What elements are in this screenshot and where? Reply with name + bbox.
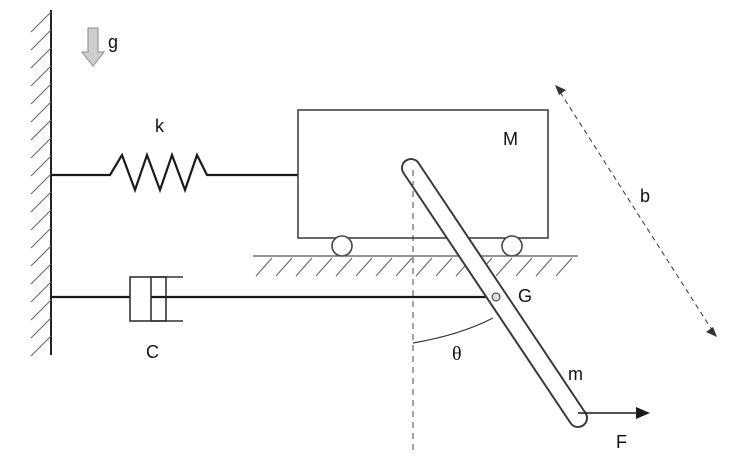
angle-arc: [412, 317, 494, 344]
wall-hatching: [30, 11, 52, 357]
damper-label: C: [146, 342, 159, 362]
rod-length-dimension: [555, 85, 717, 337]
ground-hatching: [255, 257, 573, 277]
spring-label: k: [155, 116, 165, 136]
cart-wheel-right: [501, 235, 523, 257]
cart-mass-label: M: [503, 129, 518, 149]
spring: [51, 151, 298, 194]
gravity-label: g: [108, 32, 118, 52]
center-of-mass-label: G: [518, 286, 532, 306]
rod-mass-label: m: [568, 364, 583, 384]
damper: [51, 276, 495, 322]
gravity-arrow-icon: [80, 27, 106, 67]
rod-length-label: b: [640, 186, 650, 206]
ground: [253, 255, 578, 277]
angle-label: θ: [452, 343, 462, 365]
force-arrow-icon: [578, 407, 650, 419]
force-label: F: [616, 432, 627, 452]
wall: [30, 10, 52, 357]
cart-wheel-left: [331, 235, 353, 257]
center-of-mass-point: [491, 292, 501, 302]
